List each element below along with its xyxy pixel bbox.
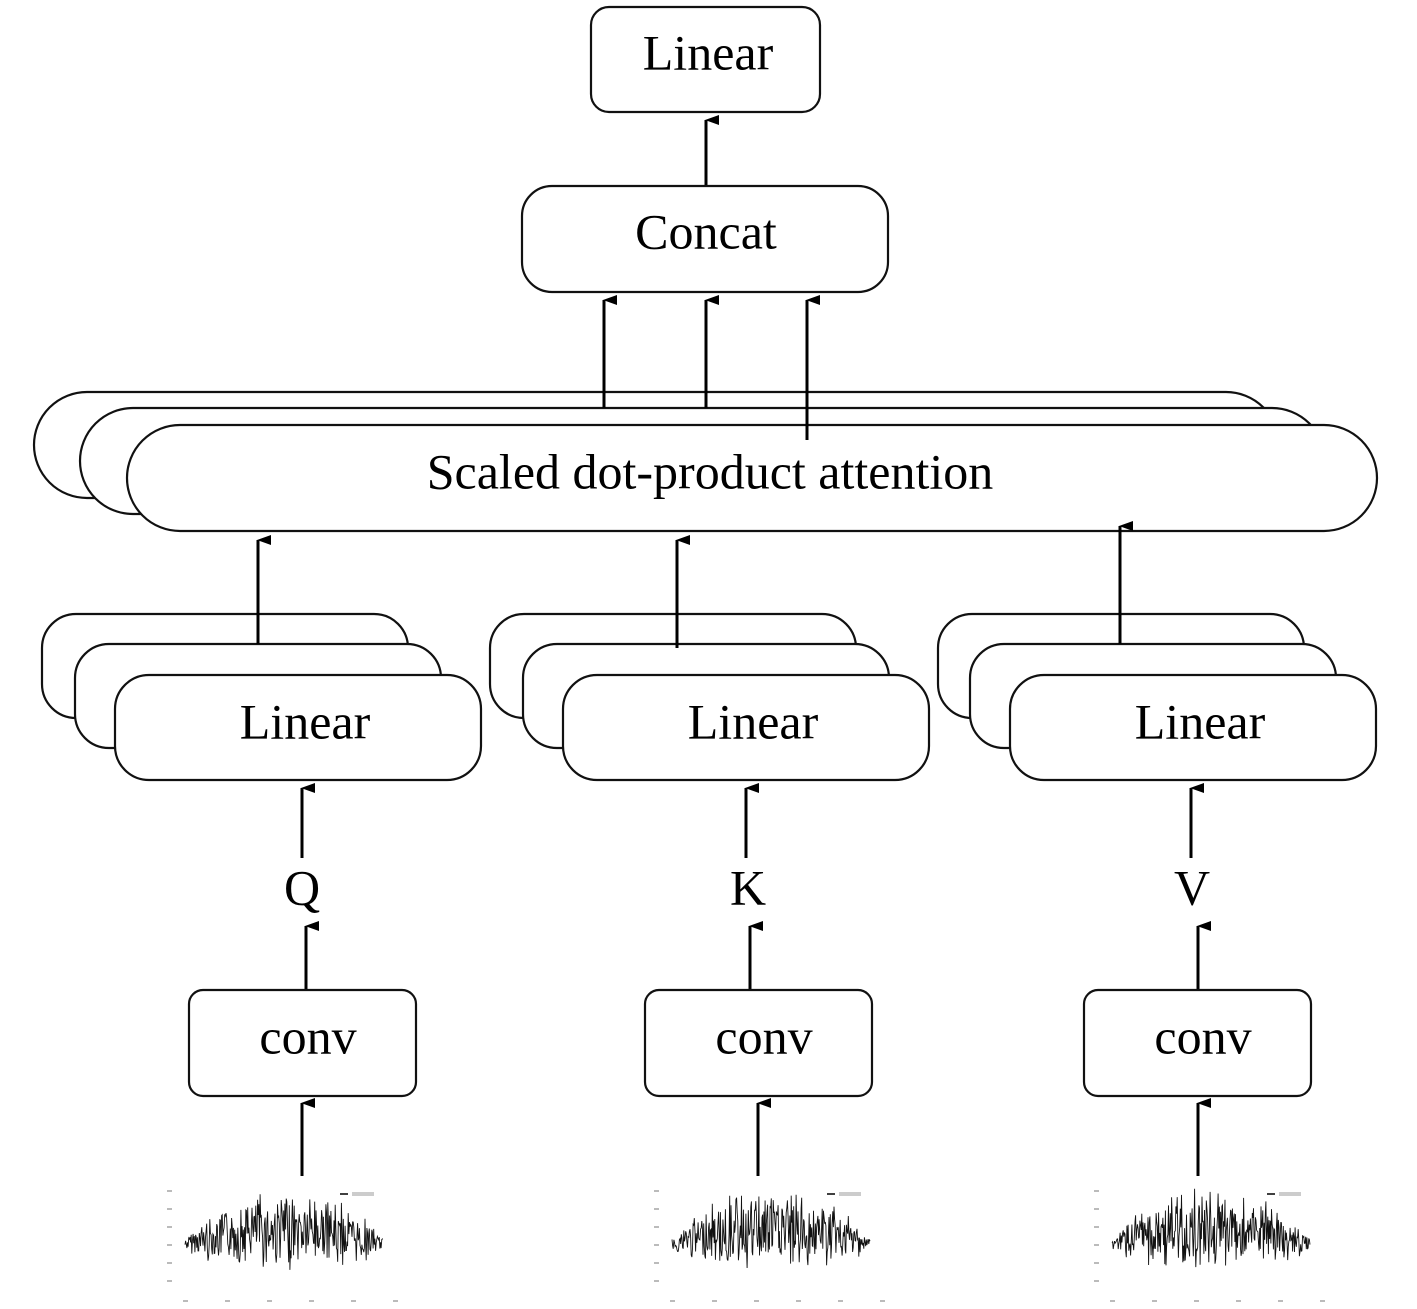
waveform-x-tick xyxy=(183,1300,188,1302)
waveform-y-tick xyxy=(1094,1280,1099,1282)
attention-stack: Scaled dot-product attention xyxy=(32,390,1379,533)
attention-head-1 xyxy=(125,423,1379,533)
linear-k-stack: Linear xyxy=(488,612,931,782)
waveform-signal xyxy=(1111,1188,1311,1268)
waveform-y-tick xyxy=(1094,1190,1099,1192)
waveform-y-tick xyxy=(1094,1208,1099,1210)
linear-q-label: Linear xyxy=(240,693,371,749)
waveform-y-tick xyxy=(167,1226,172,1228)
waveform-x-tick xyxy=(1194,1300,1199,1302)
waveform-y-tick xyxy=(1094,1262,1099,1264)
branch-k: Linear K conv xyxy=(488,535,931,1302)
waveform-x-tick xyxy=(712,1300,717,1302)
waveform-y-tick xyxy=(654,1190,659,1192)
input-waveform-q xyxy=(167,1190,398,1302)
branch-q: Linear Q conv xyxy=(40,535,483,1302)
waveform-y-tick xyxy=(654,1226,659,1228)
input-waveform-v xyxy=(1094,1188,1325,1302)
attention-label: Scaled dot-product attention xyxy=(427,443,994,499)
waveform-y-tick xyxy=(654,1244,659,1246)
waveform-y-tick xyxy=(1094,1226,1099,1228)
waveform-x-tick xyxy=(225,1300,230,1302)
k-symbol: K xyxy=(730,859,766,915)
concat-node: Concat xyxy=(520,184,890,294)
waveform-y-tick xyxy=(654,1262,659,1264)
waveform-x-tick xyxy=(880,1300,885,1302)
waveform-y-tick xyxy=(654,1280,659,1282)
waveform-y-tick xyxy=(167,1262,172,1264)
conv-q-node: conv xyxy=(187,988,418,1098)
waveform-x-tick xyxy=(393,1300,398,1302)
linear-v-label: Linear xyxy=(1135,693,1266,749)
waveform-x-tick xyxy=(754,1300,759,1302)
conv-v-label: conv xyxy=(1154,1008,1251,1064)
linear-k-label: Linear xyxy=(688,693,819,749)
waveform-legend-text xyxy=(1279,1192,1301,1196)
waveform-y-tick xyxy=(167,1244,172,1246)
waveform-signal xyxy=(671,1194,871,1269)
v-symbol: V xyxy=(1174,859,1210,915)
waveform-y-tick xyxy=(654,1208,659,1210)
waveform-legend-text xyxy=(839,1192,861,1196)
waveform-x-tick xyxy=(1278,1300,1283,1302)
q-symbol: Q xyxy=(284,859,320,915)
concat-label: Concat xyxy=(635,203,777,259)
waveform-y-tick xyxy=(167,1190,172,1192)
waveform-y-tick xyxy=(167,1280,172,1282)
linear-v-stack: Linear xyxy=(936,612,1378,782)
input-waveform-k xyxy=(654,1190,885,1302)
output-linear-label: Linear xyxy=(643,24,774,80)
waveform-y-tick xyxy=(1094,1244,1099,1246)
waveform-x-tick xyxy=(1152,1300,1157,1302)
waveform-x-tick xyxy=(309,1300,314,1302)
waveform-x-tick xyxy=(1110,1300,1115,1302)
waveform-x-tick xyxy=(796,1300,801,1302)
linear-q-stack: Linear xyxy=(40,612,483,782)
waveform-x-tick xyxy=(838,1300,843,1302)
conv-k-label: conv xyxy=(715,1008,812,1064)
waveform-x-tick xyxy=(1320,1300,1325,1302)
conv-v-node: conv xyxy=(1082,988,1313,1098)
waveform-x-tick xyxy=(670,1300,675,1302)
waveform-x-tick xyxy=(267,1300,272,1302)
waveform-x-tick xyxy=(351,1300,356,1302)
conv-q-label: conv xyxy=(259,1008,356,1064)
waveform-legend-text xyxy=(352,1192,374,1196)
conv-k-node: conv xyxy=(643,988,874,1098)
waveform-x-tick xyxy=(1236,1300,1241,1302)
output-linear-node: Linear xyxy=(589,5,822,114)
branch-v: Linear V conv xyxy=(936,521,1378,1302)
waveform-signal xyxy=(184,1194,384,1270)
waveform-y-tick xyxy=(167,1208,172,1210)
